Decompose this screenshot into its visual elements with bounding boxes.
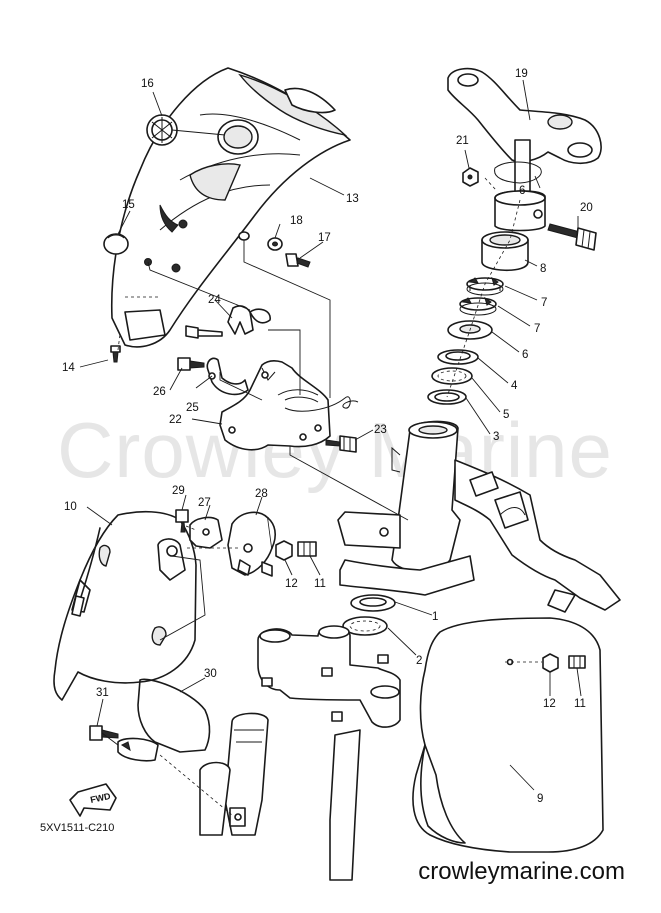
callout-15[interactable]: 15 <box>122 199 135 211</box>
callout-26[interactable]: 26 <box>153 386 166 398</box>
callout-16[interactable]: 16 <box>141 78 154 90</box>
part-7-ring-nut-lower[interactable] <box>459 296 497 316</box>
part-17-screw[interactable] <box>285 253 311 268</box>
callout-6-lower[interactable]: 6 <box>522 349 528 361</box>
wire-spring <box>284 396 359 412</box>
callout-12-left[interactable]: 12 <box>285 578 298 590</box>
part-19-handlebar-crown[interactable] <box>447 67 602 201</box>
part-24-bolt[interactable] <box>185 325 223 339</box>
callout-31[interactable]: 31 <box>96 687 109 699</box>
callout-8[interactable]: 8 <box>540 263 546 275</box>
part-12-washer-left[interactable] <box>275 540 293 561</box>
callout-19[interactable]: 19 <box>515 68 528 80</box>
part-14-screw[interactable] <box>110 345 121 363</box>
part-22-bracket[interactable] <box>219 359 331 451</box>
callout-5[interactable]: 5 <box>503 409 509 421</box>
part-circlip <box>494 161 542 184</box>
callout-10[interactable]: 10 <box>64 501 77 513</box>
part-12-washer-right[interactable] <box>542 653 559 673</box>
part-23-bolt[interactable] <box>325 435 357 453</box>
part-5-bearing[interactable] <box>431 367 473 385</box>
callout-21[interactable]: 21 <box>456 135 469 147</box>
part-27-bracket[interactable] <box>189 516 223 549</box>
part-25-clamp[interactable] <box>206 357 249 396</box>
part-8-bearing-cover[interactable] <box>481 231 529 272</box>
callout-13[interactable]: 13 <box>346 193 359 205</box>
callout-11-left[interactable]: 11 <box>314 578 326 590</box>
part-6-collar-upper[interactable] <box>494 190 546 232</box>
part-30-wire-guide[interactable] <box>117 678 211 762</box>
callout-20[interactable]: 20 <box>580 202 593 214</box>
callout-7-lower[interactable]: 7 <box>534 323 540 335</box>
frame-steering-head <box>337 420 621 613</box>
part-29-bolt[interactable] <box>175 509 189 533</box>
callout-4[interactable]: 4 <box>511 380 518 392</box>
fwd-arrow-icon: FWD <box>69 783 117 817</box>
part-21-nut[interactable] <box>462 167 479 187</box>
callout-18[interactable]: 18 <box>290 215 303 227</box>
part-10-side-panel[interactable] <box>53 510 197 701</box>
part-4-cover[interactable] <box>437 349 479 365</box>
callout-29[interactable]: 29 <box>172 485 185 497</box>
part-20-pinch-bolt[interactable] <box>547 223 597 251</box>
diagram-code: 5XV1511-C210 <box>40 822 115 834</box>
callout-25[interactable]: 25 <box>186 402 199 414</box>
part-18-washer[interactable] <box>267 237 283 251</box>
part-11-bolt-left[interactable] <box>297 541 317 557</box>
callout-labels: 1 2 3 4 5 6 6 7 7 8 9 10 11 11 12 12 13 … <box>62 68 593 805</box>
callout-leaders <box>79 79 582 791</box>
callout-24[interactable]: 24 <box>208 294 221 306</box>
site-url-link[interactable]: crowleymarine.com <box>418 858 625 885</box>
callout-23[interactable]: 23 <box>374 424 387 436</box>
part-15-cap[interactable] <box>103 233 129 255</box>
lower-bracket-and-forks <box>199 625 401 881</box>
part-11-bolt-right[interactable] <box>568 655 586 669</box>
part-9-side-panel[interactable] <box>412 617 604 853</box>
part-24-clamp[interactable] <box>227 305 271 335</box>
callout-11-right[interactable]: 11 <box>574 698 586 710</box>
callout-7-upper[interactable]: 7 <box>541 297 547 309</box>
callout-12-right[interactable]: 12 <box>543 698 556 710</box>
callout-3[interactable]: 3 <box>493 431 499 443</box>
part-2-bearing[interactable] <box>342 616 388 636</box>
part-26-bolt[interactable] <box>177 357 205 371</box>
callout-28[interactable]: 28 <box>255 488 268 500</box>
part-7-ring-nut-upper[interactable] <box>466 276 504 296</box>
callout-27[interactable]: 27 <box>198 497 211 509</box>
part-13-upper-cover[interactable] <box>110 67 351 348</box>
reference-lines <box>101 177 542 816</box>
part-1-race[interactable] <box>350 594 396 612</box>
part-31-bolt[interactable] <box>89 725 119 741</box>
callout-2[interactable]: 2 <box>416 655 422 667</box>
part-28-clamp[interactable] <box>227 511 277 577</box>
callout-6-upper[interactable]: 6 <box>519 185 525 197</box>
callout-1[interactable]: 1 <box>432 611 438 623</box>
callout-22[interactable]: 22 <box>169 414 182 426</box>
callout-30[interactable]: 30 <box>204 668 217 680</box>
fwd-label: FWD <box>89 791 112 805</box>
callout-9[interactable]: 9 <box>537 793 543 805</box>
callout-17[interactable]: 17 <box>318 232 331 244</box>
callout-14[interactable]: 14 <box>62 362 75 374</box>
part-16-grommet[interactable] <box>146 114 178 146</box>
